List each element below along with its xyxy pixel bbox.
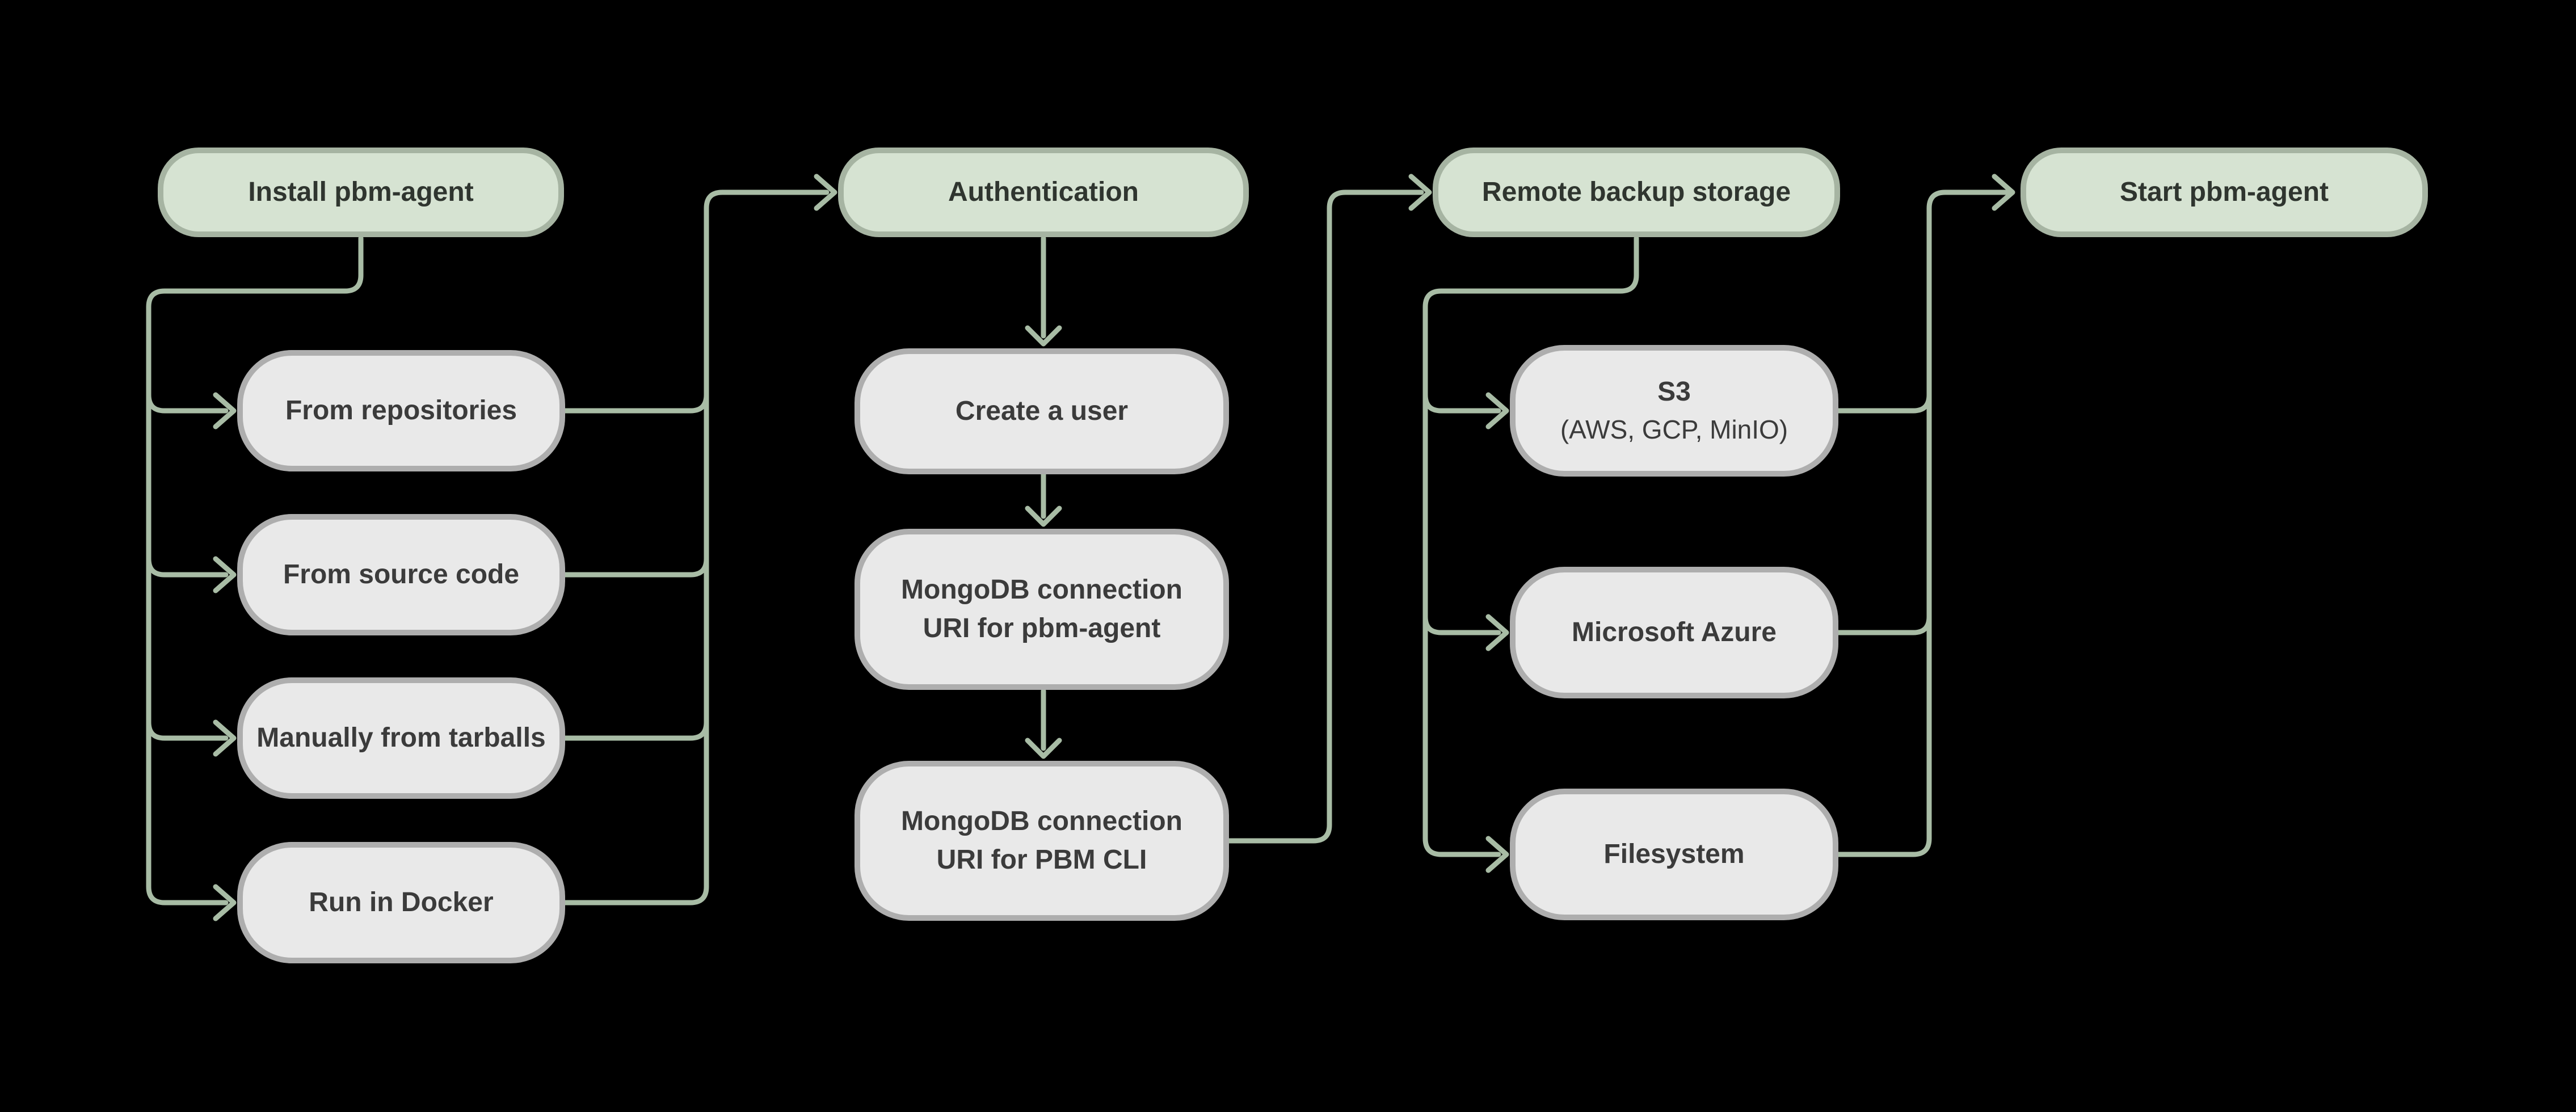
edge-install-to-tarballs bbox=[146, 719, 229, 741]
node-start-pbm-agent: Start pbm-agent bbox=[2021, 148, 2428, 237]
arrowhead-storage bbox=[1408, 174, 1432, 211]
node-label: Install pbm-agent bbox=[248, 176, 474, 207]
node-from-repositories: From repositories bbox=[237, 350, 565, 471]
arrowhead-auth bbox=[814, 174, 837, 211]
edge-storage-to-azure bbox=[1422, 614, 1501, 635]
arrowhead-create-user bbox=[1025, 325, 1062, 347]
node-label: Run in Docker bbox=[309, 887, 494, 917]
node-remote-backup-storage: Remote backup storage bbox=[1433, 148, 1840, 237]
node-mongodb-uri-pbm-agent: MongoDB connection URI for pbm-agent bbox=[855, 529, 1229, 690]
node-label: MongoDB connection URI for PBM CLI bbox=[901, 806, 1182, 875]
arrowhead-azure bbox=[1485, 614, 1509, 651]
node-install-pbm-agent: Install pbm-agent bbox=[158, 148, 564, 237]
node-label: Start pbm-agent bbox=[2119, 176, 2329, 207]
edge-filesystem-to-start bbox=[1836, 189, 2012, 857]
node-manually-from-tarballs: Manually from tarballs bbox=[237, 677, 565, 799]
edge-repos-to-auth bbox=[562, 392, 709, 414]
edge-install-to-source bbox=[146, 556, 229, 578]
edge-install-to-docker bbox=[146, 235, 364, 905]
arrowhead-docker bbox=[213, 884, 237, 921]
arrowhead-uri-cli bbox=[1025, 738, 1062, 759]
node-label: Filesystem bbox=[1603, 839, 1745, 869]
node-run-in-docker: Run in Docker bbox=[237, 842, 565, 963]
node-label: Remote backup storage bbox=[1481, 176, 1791, 207]
edge-tarballs-to-auth bbox=[562, 719, 709, 741]
arrowhead-uri-agent bbox=[1025, 506, 1062, 527]
arrowhead-source bbox=[213, 556, 237, 593]
node-mongodb-uri-pbm-cli: MongoDB connection URI for PBM CLI bbox=[855, 761, 1229, 921]
node-filesystem: Filesystem bbox=[1510, 789, 1838, 920]
node-label: Create a user bbox=[955, 395, 1129, 426]
edge-install-to-repos bbox=[146, 392, 229, 414]
node-sublabel: (AWS, GCP, MinIO) bbox=[1560, 415, 1788, 445]
edge-s3-to-start bbox=[1836, 392, 1932, 414]
node-label: Manually from tarballs bbox=[256, 722, 546, 753]
edge-azure-to-start bbox=[1836, 614, 1932, 635]
node-create-a-user: Create a user bbox=[855, 348, 1229, 474]
arrowhead-tarballs bbox=[213, 719, 237, 757]
node-label: Microsoft Azure bbox=[1572, 617, 1777, 647]
node-label: Authentication bbox=[948, 176, 1139, 207]
node-label: MongoDB connection URI for pbm-agent bbox=[901, 574, 1182, 643]
node-authentication: Authentication bbox=[838, 148, 1249, 237]
arrowhead-filesystem bbox=[1485, 836, 1509, 873]
node-label: S3 bbox=[1657, 377, 1691, 407]
node-label: From repositories bbox=[285, 395, 517, 426]
arrowhead-repos bbox=[213, 392, 237, 429]
arrowhead-start bbox=[1992, 174, 2015, 211]
edge-source-to-auth bbox=[562, 556, 709, 578]
node-s3: S3 (AWS, GCP, MinIO) bbox=[1510, 345, 1838, 477]
edge-docker-to-auth bbox=[562, 189, 830, 905]
node-label: From source code bbox=[283, 559, 520, 589]
node-from-source-code: From source code bbox=[237, 514, 565, 635]
edge-uri-cli-to-storage bbox=[1226, 189, 1424, 844]
arrowhead-s3 bbox=[1485, 392, 1509, 429]
node-microsoft-azure: Microsoft Azure bbox=[1510, 567, 1838, 698]
edge-storage-to-s3 bbox=[1422, 392, 1501, 414]
edge-storage-to-filesystem bbox=[1422, 235, 1639, 857]
